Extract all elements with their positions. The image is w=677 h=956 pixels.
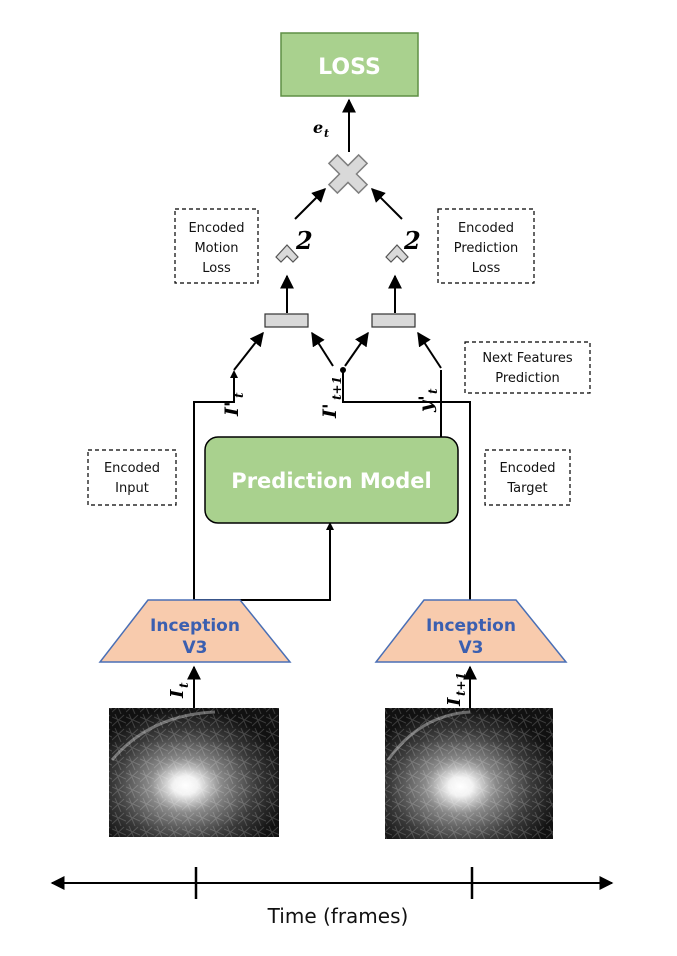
subtract-node-right — [371, 313, 416, 328]
svg-text:t: t — [324, 127, 329, 140]
arrow-yprime-to-right-bar — [417, 331, 442, 369]
time-axis — [50, 867, 614, 899]
time-axis-label: Time (frames) — [267, 904, 409, 928]
square-node-right: 2 — [385, 226, 421, 263]
inception-v3-left: Inception V3 — [98, 599, 292, 663]
svg-text:y': y' — [415, 395, 437, 413]
box-encoded-input: Encoded Input — [87, 449, 177, 506]
arrow-left-square-to-multiply — [294, 188, 326, 220]
square-exponent-left: 2 — [295, 226, 313, 255]
svg-text:t: t — [232, 392, 246, 398]
arrow-iprime-next-to-left-bar — [311, 331, 334, 367]
svg-text:Encoded: Encoded — [188, 221, 244, 236]
arrow-iprime-next-to-right-bar — [344, 331, 369, 367]
svg-text:Inception: Inception — [426, 616, 516, 636]
inception-v3-right: Inception V3 — [374, 599, 568, 663]
loss-label: LOSS — [318, 55, 381, 80]
box-encoded-prediction-loss: Encoded Prediction Loss — [437, 208, 535, 284]
svg-text:Prediction: Prediction — [454, 241, 519, 256]
symbol-i-prime-t1: I' t+1 — [319, 376, 344, 419]
svg-text:e: e — [313, 118, 323, 137]
wiring — [193, 370, 471, 601]
svg-text:I': I' — [221, 401, 243, 417]
prediction-model-label: Prediction Model — [231, 469, 431, 493]
svg-text:V3: V3 — [459, 638, 484, 658]
svg-text:I: I — [167, 689, 188, 699]
svg-text:Prediction: Prediction — [495, 371, 560, 386]
arrow-head-into-model — [326, 522, 334, 530]
frame-image-right — [385, 708, 553, 839]
square-node-left: 2 — [275, 226, 313, 263]
box-next-features-prediction: Next Features Prediction — [464, 341, 591, 394]
loss-node: LOSS — [280, 32, 419, 97]
multiply-icon — [327, 153, 369, 195]
svg-text:Inception: Inception — [150, 616, 240, 636]
frame-image-left — [109, 708, 279, 837]
svg-text:Encoded: Encoded — [458, 221, 514, 236]
svg-text:t: t — [177, 682, 191, 688]
svg-text:Loss: Loss — [202, 261, 231, 276]
svg-text:t: t — [426, 388, 440, 394]
arrow-right-square-to-multiply — [371, 188, 403, 220]
svg-text:t+1: t+1 — [330, 376, 344, 400]
symbol-i-prime-t: I' t — [221, 392, 246, 417]
svg-text:I': I' — [319, 403, 341, 419]
symbol-y-prime-t: y' t — [415, 388, 440, 413]
svg-text:Input: Input — [115, 481, 149, 496]
error-symbol: e t — [313, 118, 329, 140]
subtract-node-left — [264, 313, 309, 328]
svg-text:I: I — [444, 697, 465, 707]
box-encoded-target: Encoded Target — [484, 449, 571, 506]
prediction-model-node: Prediction Model — [204, 436, 459, 524]
svg-text:t+1: t+1 — [454, 672, 468, 696]
svg-text:Loss: Loss — [472, 261, 501, 276]
symbol-i-t1: I t+1 — [444, 672, 468, 707]
svg-text:Encoded: Encoded — [499, 461, 555, 476]
symbol-i-t: I t — [167, 682, 191, 699]
svg-text:Motion: Motion — [194, 241, 238, 256]
arrow-iprime-to-left-bar — [233, 331, 264, 371]
junction-dot — [340, 367, 346, 373]
svg-text:Target: Target — [506, 481, 547, 496]
square-exponent-right: 2 — [403, 226, 421, 255]
svg-text:Encoded: Encoded — [104, 461, 160, 476]
svg-text:Next Features: Next Features — [482, 351, 573, 366]
arrow-head-iprime — [230, 370, 238, 378]
box-encoded-motion-loss: Encoded Motion Loss — [174, 208, 259, 284]
svg-text:V3: V3 — [183, 638, 208, 658]
